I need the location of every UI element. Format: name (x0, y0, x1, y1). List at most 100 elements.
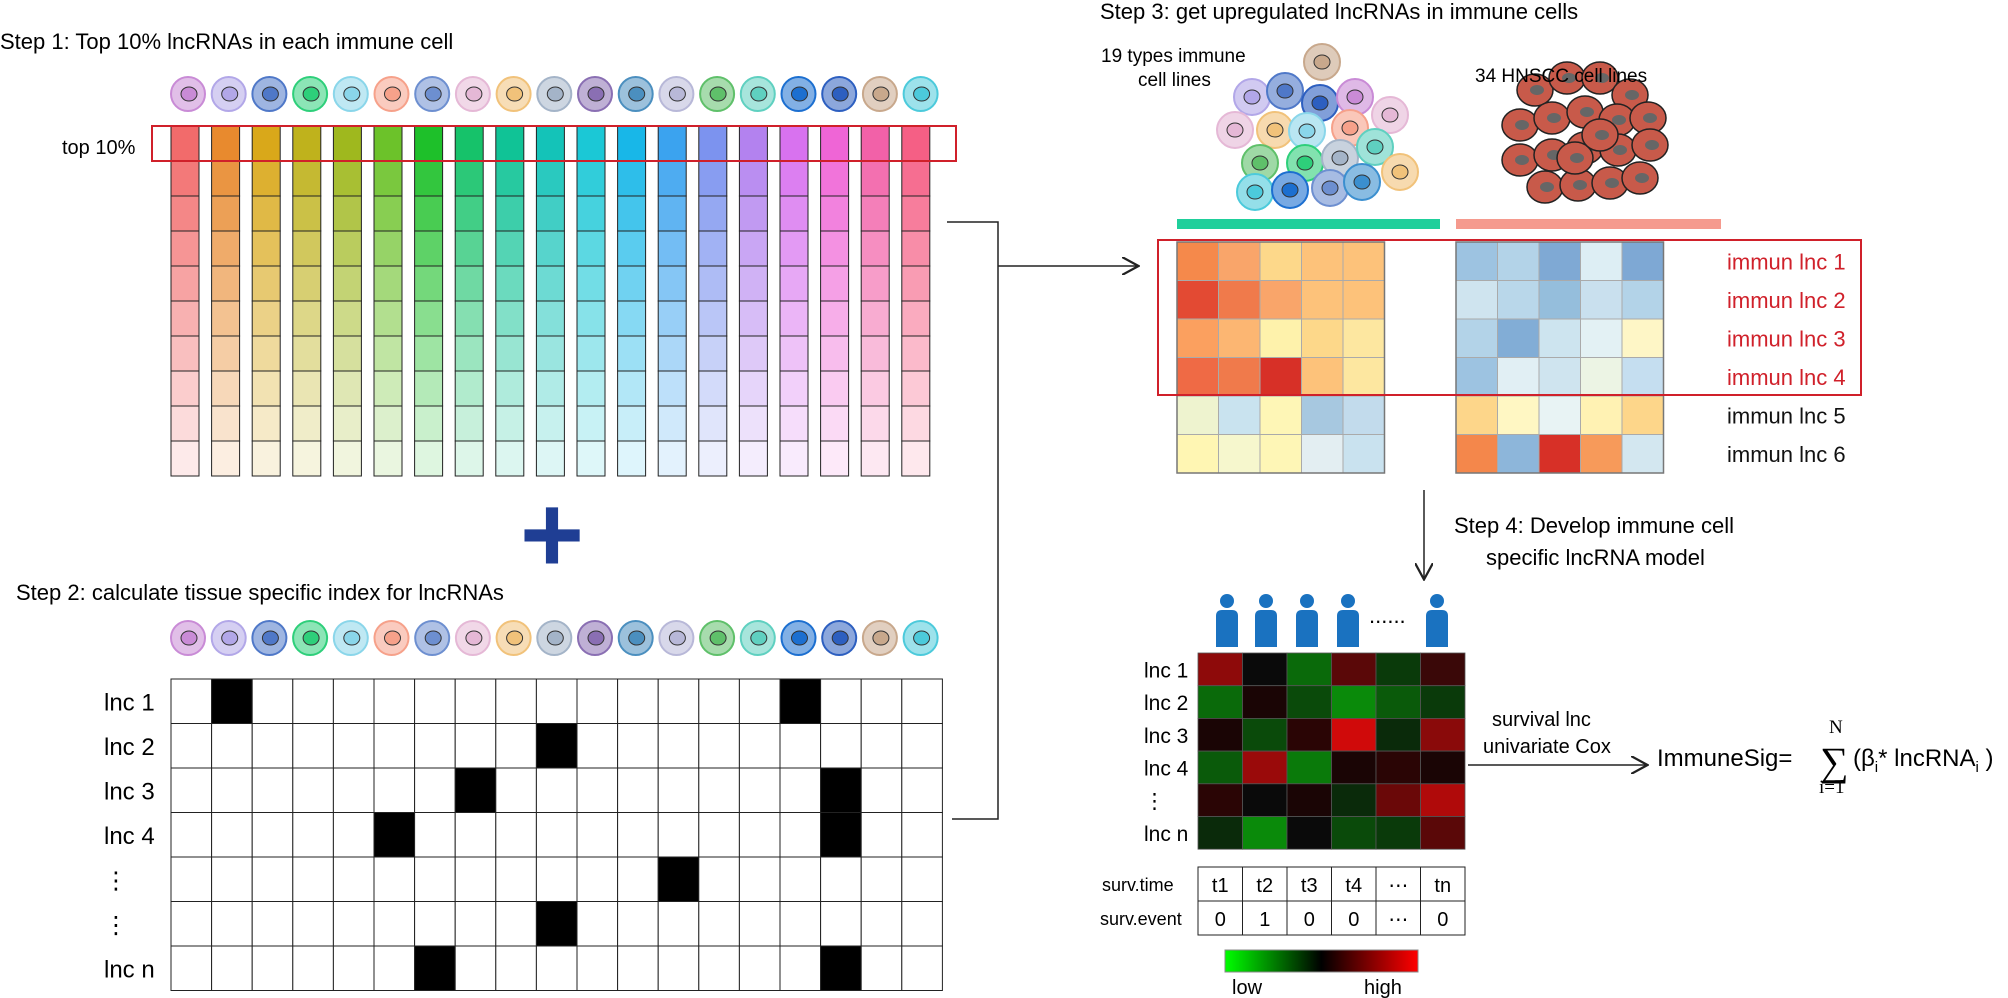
immune-cell-icon (170, 620, 206, 656)
expression-row-label: lnc n (1144, 823, 1188, 846)
step1-cell (373, 230, 403, 267)
expression-row-label: lnc 2 (1144, 692, 1188, 715)
step1-cell (170, 265, 200, 302)
step1-cell (860, 300, 890, 337)
step3-row-label: immun lnc 4 (1727, 365, 1846, 390)
color-legend-bar (1224, 949, 1419, 973)
step1-cell (738, 195, 768, 232)
step1-cell (495, 300, 525, 337)
step1-cell (170, 370, 200, 407)
step2-row-label: lnc n (104, 956, 155, 983)
step2-cell (211, 812, 253, 858)
step2-cell (860, 812, 903, 858)
step3-row-label: immun lnc 3 (1727, 326, 1846, 351)
step3-right-cell (1580, 318, 1623, 358)
step2-cell (170, 723, 213, 769)
step2-cell (779, 856, 822, 902)
step3-left-cell (1176, 395, 1219, 435)
hnscc-cell-nucleus (1635, 173, 1649, 183)
step2-cell (454, 767, 497, 813)
surv-table-cell (1286, 900, 1332, 936)
step2-cell (617, 678, 659, 724)
step1-cell (738, 405, 768, 442)
step1-cell (820, 195, 850, 232)
step2-cell (535, 901, 578, 947)
immune-cell-icon (495, 76, 532, 112)
step1-cell (779, 405, 809, 442)
cox-label-line2: univariate Cox (1483, 736, 1611, 758)
step2-cell (332, 901, 375, 947)
step1-cell (251, 405, 281, 442)
step1-cell (901, 300, 931, 337)
step1-cell (901, 160, 931, 197)
step1-cell (820, 405, 850, 442)
surv-table-value: t4 (1345, 875, 1362, 897)
step1-cell (251, 300, 281, 337)
step1-cell (698, 335, 728, 372)
step3-right-cell (1455, 241, 1498, 281)
step3-right-cell (1621, 318, 1664, 358)
surv-table-value: 0 (1304, 909, 1315, 931)
hnscc-group-label: 34 HNSCC cell lines (1475, 66, 1647, 87)
step1-cell (292, 160, 322, 197)
step2-cell (373, 767, 416, 813)
step1-cell (617, 440, 647, 477)
step1-cell (820, 230, 850, 267)
step1-cell (292, 335, 322, 372)
step1-cell (820, 440, 850, 477)
step3-left-cell (1342, 434, 1385, 474)
step1-cell (373, 125, 403, 162)
step1-cell (495, 335, 525, 372)
step1-cell (576, 195, 606, 232)
top10-highlight-box (151, 125, 957, 162)
step1-cell (211, 300, 241, 337)
step2-title: Step 2: calculate tissue specific index … (16, 580, 504, 605)
step2-cell (251, 678, 294, 724)
surv-table-value: t1 (1212, 875, 1229, 897)
hnscc-cell-nucleus (1643, 113, 1657, 123)
step3-left-cell (1342, 241, 1385, 281)
step1-cell (657, 125, 687, 162)
step1-cell (738, 370, 768, 407)
expression-row-label: ⋮ (1144, 790, 1165, 813)
step1-cell (617, 405, 647, 442)
step3-left-cell (1259, 357, 1302, 397)
step1-cell (576, 265, 606, 302)
step1-cell (860, 405, 890, 442)
immune-cell-icon (495, 620, 532, 656)
step2-cell (251, 812, 294, 858)
step3-left-cell (1301, 280, 1344, 320)
step3-left-cell (1259, 241, 1302, 281)
step1-cell (332, 335, 362, 372)
step3-right-cell (1580, 395, 1623, 435)
step2-cell (738, 767, 781, 813)
expression-cell (1375, 685, 1421, 719)
step1-cell (454, 440, 484, 477)
step1-cell (211, 160, 241, 197)
step1-cell (738, 160, 768, 197)
step1-cell (617, 230, 647, 267)
immune-cell-icon (454, 76, 491, 112)
immune-cell-icon (292, 76, 329, 112)
expression-cell (1286, 750, 1332, 785)
step2-cell (901, 945, 943, 991)
expression-cell (1197, 685, 1243, 719)
hnscc-cell-nucleus (1515, 155, 1529, 165)
step2-cell (332, 812, 375, 858)
surv-table-cell (1420, 900, 1466, 936)
step3-right-cell (1621, 357, 1664, 397)
step2-cell (657, 678, 700, 724)
step1-cell (901, 335, 931, 372)
step1-cell (576, 160, 606, 197)
step2-cell (170, 945, 213, 991)
step2-cell (738, 812, 781, 858)
immune-cell-icon (536, 620, 573, 656)
step3-left-cell (1176, 241, 1219, 281)
cluster-cell-nucleus (1321, 180, 1339, 196)
step2-cell (860, 945, 903, 991)
step1-cell (292, 125, 322, 162)
expression-row-label: lnc 1 (1144, 659, 1188, 682)
step1-cell (820, 300, 850, 337)
